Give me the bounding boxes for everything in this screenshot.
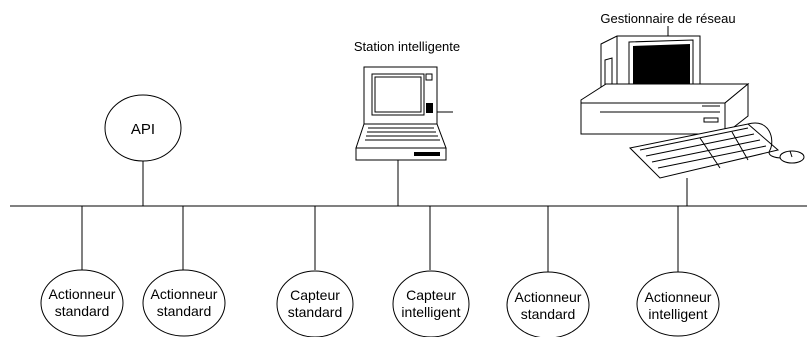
device-label-line1: Actionneur: [151, 286, 218, 302]
device-capteur-standard: Capteur standard: [276, 206, 354, 337]
device-circle: [276, 270, 354, 337]
network-manager: Gestionnaire de réseau: [580, 11, 805, 206]
device-label-line1: Actionneur: [515, 289, 582, 305]
device-actionneur-standard-1: Actionneur standard: [40, 206, 124, 337]
device-label-line2: standard: [55, 303, 109, 319]
api-circle: [104, 94, 182, 162]
device-label-line2: standard: [157, 303, 211, 319]
device-label-line1: Capteur: [406, 287, 456, 303]
device-label-line1: Actionneur: [645, 289, 712, 305]
device-label-line1: Actionneur: [49, 286, 116, 302]
station-label: Station intelligente: [354, 39, 460, 54]
device-circle: [636, 271, 720, 337]
device-actionneur-standard-3: Actionneur standard: [506, 206, 590, 337]
device-circle: [142, 269, 226, 337]
desktop-computer-icon: [580, 26, 805, 179]
device-label-line2: intelligent: [648, 306, 707, 322]
device-capteur-intelligent: Capteur intelligent: [392, 206, 470, 337]
api-node: API: [104, 94, 182, 206]
device-label-line1: Capteur: [290, 287, 340, 303]
device-circle: [40, 269, 124, 337]
device-circle: [506, 271, 590, 337]
device-circle: [392, 270, 470, 337]
device-actionneur-intelligent: Actionneur intelligent: [636, 206, 720, 337]
api-label: API: [131, 121, 155, 138]
device-actionneur-standard-2: Actionneur standard: [142, 206, 226, 337]
intelligent-station: Station intelligente: [354, 39, 460, 206]
device-label-line2: standard: [288, 304, 342, 320]
laptop-icon: [355, 66, 453, 161]
device-label-line2: intelligent: [401, 304, 460, 320]
device-label-line2: standard: [521, 306, 575, 322]
network-manager-label: Gestionnaire de réseau: [600, 11, 735, 26]
